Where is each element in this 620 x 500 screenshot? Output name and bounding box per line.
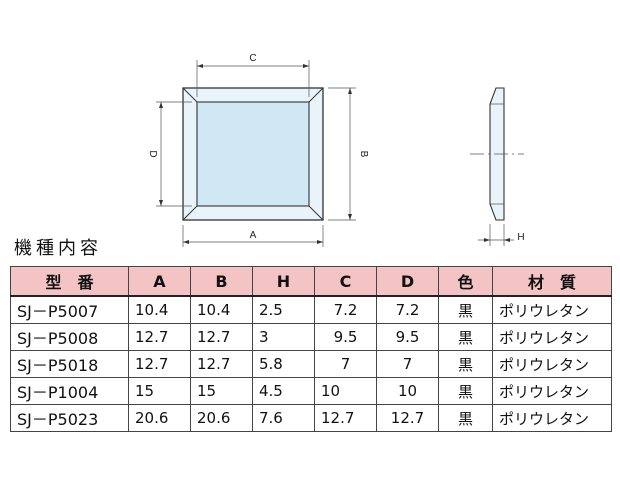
- dimension-label-d: D: [147, 150, 158, 157]
- header-color: 色: [438, 266, 493, 297]
- table-row: SJ－P5023 20.6 20.6 7.6 12.7 12.7 黒 ポリウレタ…: [10, 404, 612, 432]
- header-h: H: [252, 266, 315, 297]
- cell-d: 7: [376, 350, 439, 378]
- cell-c: 7.2: [314, 295, 377, 324]
- cell-a: 10.4: [128, 295, 191, 324]
- front-view-inner-face: [196, 101, 310, 207]
- section-title: 機種内容: [14, 238, 102, 259]
- bevel-line: [308, 205, 324, 221]
- cell-h: 2.5: [252, 295, 315, 324]
- dimension-label-h: H: [517, 232, 524, 243]
- cell-a: 20.6: [128, 404, 191, 432]
- technical-drawing: C D B A H: [147, 53, 525, 247]
- table-row: SJ－P5018 12.7 12.7 5.8 7 7 黒 ポリウレタン: [10, 350, 612, 378]
- cell-color: 黒: [438, 350, 493, 378]
- cell-color: 黒: [438, 323, 493, 351]
- cell-color: 黒: [438, 404, 493, 432]
- header-d: D: [376, 266, 439, 297]
- cell-d: 7.2: [376, 295, 439, 324]
- cell-d: 9.5: [376, 323, 439, 351]
- cell-h: 4.5: [252, 377, 315, 405]
- header-a: A: [128, 266, 191, 297]
- header-material: 材 質: [492, 266, 612, 297]
- cell-material: ポリウレタン: [492, 377, 612, 405]
- cell-d: 10: [376, 377, 439, 405]
- cell-b: 20.6: [190, 404, 253, 432]
- header-c: C: [314, 266, 377, 297]
- cell-a: 15: [128, 377, 191, 405]
- cell-h: 7.6: [252, 404, 315, 432]
- table-row: SJ－P5007 10.4 10.4 2.5 7.2 7.2 黒 ポリウレタン: [10, 295, 612, 324]
- table-row: SJ－P5008 12.7 12.7 3 9.5 9.5 黒 ポリウレタン: [10, 323, 612, 351]
- header-model: 型 番: [10, 266, 129, 297]
- cell-c: 9.5: [314, 323, 377, 351]
- cell-b: 15: [190, 377, 253, 405]
- cell-material: ポリウレタン: [492, 295, 612, 324]
- cell-model: SJ－P1004: [10, 377, 129, 405]
- cell-a: 12.7: [128, 323, 191, 351]
- cell-model: SJ－P5018: [10, 350, 129, 378]
- cell-a: 12.7: [128, 350, 191, 378]
- cell-b: 12.7: [190, 350, 253, 378]
- cell-c: 10: [314, 377, 377, 405]
- cell-color: 黒: [438, 295, 493, 324]
- cell-material: ポリウレタン: [492, 323, 612, 351]
- cell-h: 5.8: [252, 350, 315, 378]
- cell-model: SJ－P5023: [10, 404, 129, 432]
- dimension-label-c: C: [249, 53, 256, 64]
- cell-color: 黒: [438, 377, 493, 405]
- table-header-row: 型 番 A B H C D 色 材 質: [10, 266, 612, 297]
- cell-c: 12.7: [314, 404, 377, 432]
- cell-d: 12.7: [376, 404, 439, 432]
- dimension-label-a: A: [250, 230, 257, 241]
- cell-h: 3: [252, 323, 315, 351]
- cell-b: 10.4: [190, 295, 253, 324]
- table-row: SJ－P1004 15 15 4.5 10 10 黒 ポリウレタン: [10, 377, 612, 405]
- bevel-line: [182, 87, 198, 103]
- model-spec-table: 型 番 A B H C D 色 材 質 SJ－P5007 10.4 10.4 2…: [10, 266, 612, 432]
- cell-b: 12.7: [190, 323, 253, 351]
- cell-c: 7: [314, 350, 377, 378]
- cell-material: ポリウレタン: [492, 404, 612, 432]
- dimension-label-b: B: [358, 151, 369, 158]
- cell-model: SJ－P5008: [10, 323, 129, 351]
- bevel-line: [308, 87, 324, 103]
- cell-material: ポリウレタン: [492, 350, 612, 378]
- cell-model: SJ－P5007: [10, 295, 129, 324]
- header-b: B: [190, 266, 253, 297]
- bevel-line: [182, 205, 198, 221]
